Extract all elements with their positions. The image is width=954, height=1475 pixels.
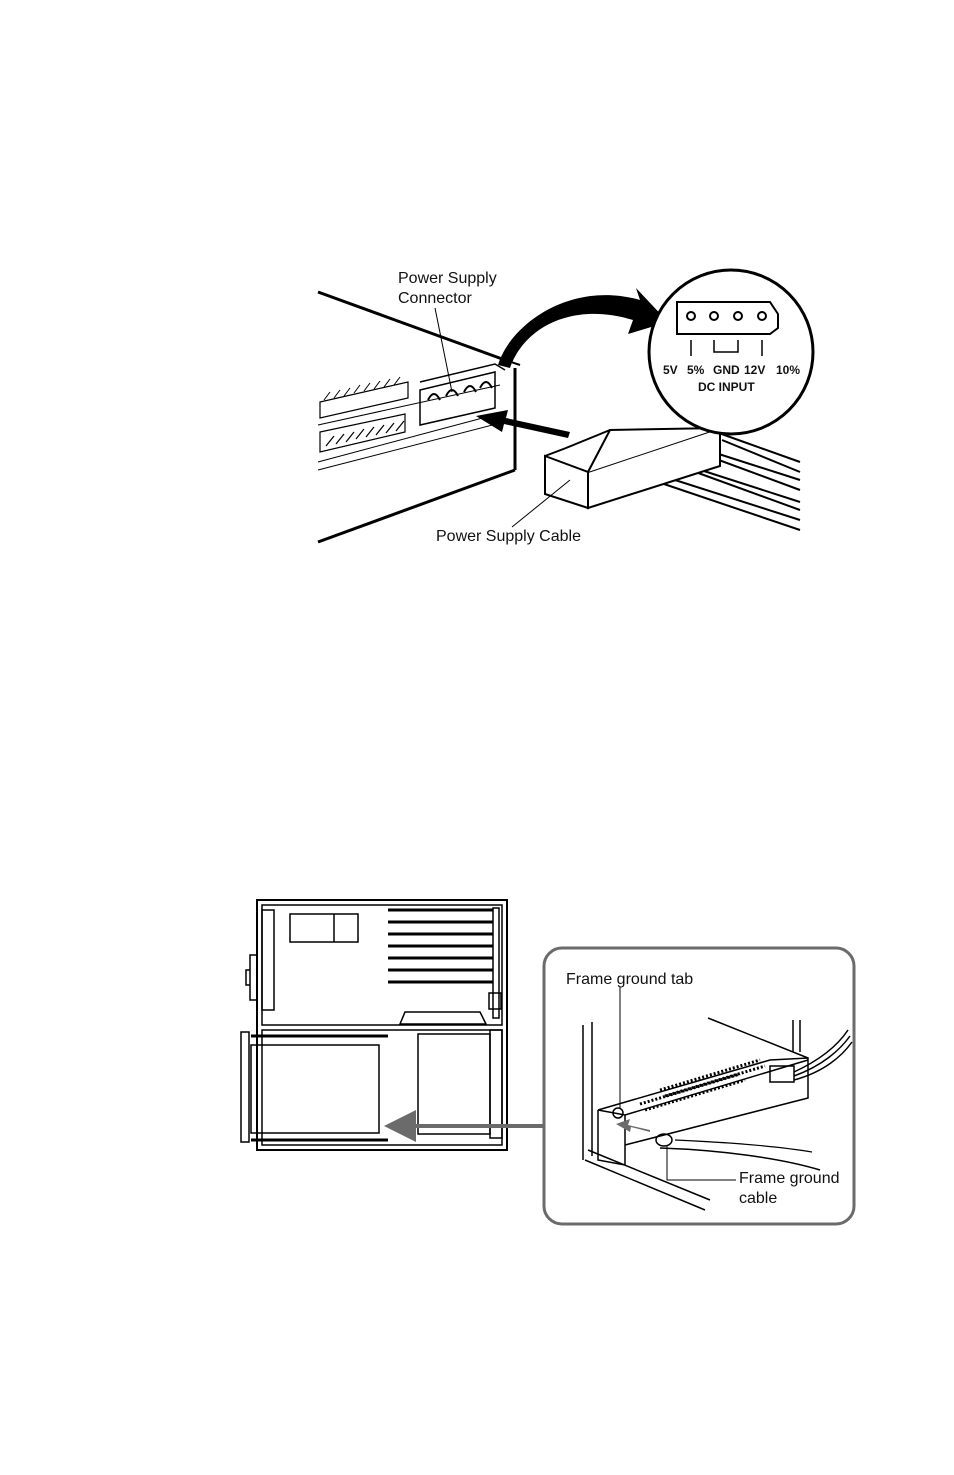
pin-label-12v: 12V <box>744 363 765 377</box>
ground-cable-leader-line <box>666 1146 736 1181</box>
pin-label-10pct: 10% <box>776 363 800 377</box>
frame-ground-figure: Frame ground tab Frame ground cable <box>240 899 856 1226</box>
cable-label: Power Supply Cable <box>436 528 581 545</box>
curved-arrow-icon <box>498 288 668 368</box>
power-supply-plug <box>544 426 801 531</box>
connector-label-line1: Power Supply <box>398 270 497 287</box>
pin-label-5pct: 5% <box>687 363 705 377</box>
power-supply-figure: 5V 5% GND 12V 10% DC INPUT Power Supply … <box>317 268 815 545</box>
drive-housing <box>317 290 521 544</box>
insert-arrow-icon <box>476 410 570 438</box>
frame-ground-cable-label-line1: Frame ground <box>739 1170 840 1187</box>
drive-frame-detail <box>582 1017 853 1211</box>
pin-label-gnd: GND <box>713 363 740 377</box>
pin-label-5v: 5V <box>663 363 678 377</box>
pin-diagram: 5V 5% GND 12V 10% DC INPUT <box>647 268 815 436</box>
frame-ground-tab-label: Frame ground tab <box>566 971 693 988</box>
connector-leader-line <box>434 307 453 393</box>
cable-leader-line <box>511 479 571 528</box>
computer-chassis <box>240 899 508 1151</box>
dc-input-label: DC INPUT <box>698 380 755 394</box>
connector-label-line2: Connector <box>398 290 472 307</box>
frame-ground-cable-label-line2: cable <box>739 1190 777 1207</box>
pin-header-outline <box>676 301 779 335</box>
ground-insert-arrow-icon <box>616 1119 650 1132</box>
